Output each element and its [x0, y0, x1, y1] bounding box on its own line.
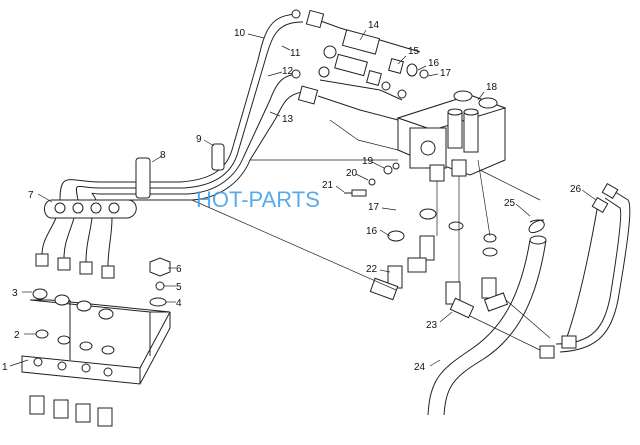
callout-6: 6	[176, 264, 182, 275]
valve-block	[396, 90, 507, 182]
return-hose	[427, 219, 547, 416]
callout-17: 17	[440, 68, 452, 79]
callout-24: 24	[414, 362, 426, 373]
callout-16-lower: 16	[366, 226, 378, 237]
callout-2: 2	[14, 330, 20, 341]
callout-26: 26	[570, 184, 582, 195]
callout-16: 16	[428, 58, 440, 69]
callout-3: 3	[12, 288, 18, 299]
callout-9: 9	[196, 134, 202, 145]
callout-15: 15	[408, 46, 420, 57]
callout-labels: 1 2 3 4 5 6 7 8 9 10 11 12 13 14 15 16 1…	[2, 20, 582, 373]
callout-13: 13	[282, 114, 294, 125]
callout-10: 10	[234, 28, 246, 39]
callout-12: 12	[282, 66, 294, 77]
bracket-assembly	[21, 257, 171, 427]
callout-18: 18	[486, 82, 498, 93]
callout-4: 4	[176, 298, 182, 309]
callout-21: 21	[322, 180, 334, 191]
callout-22: 22	[366, 264, 378, 275]
callout-17-lower: 17	[368, 202, 380, 213]
callout-20: 20	[346, 168, 358, 179]
callout-8: 8	[160, 150, 166, 161]
tube-bundle	[100, 9, 421, 201]
callout-14: 14	[368, 20, 380, 31]
callout-7: 7	[28, 190, 34, 201]
leader-lines	[191, 119, 551, 351]
middle-fittings	[344, 162, 509, 319]
watermark-text: HOT-PARTS	[196, 187, 320, 212]
callout-19: 19	[362, 156, 374, 167]
left-manifold	[35, 143, 225, 279]
callout-5: 5	[176, 282, 182, 293]
callout-1: 1	[2, 362, 8, 373]
callout-25: 25	[504, 198, 516, 209]
callout-leaders	[9, 29, 597, 367]
top-fittings	[318, 29, 429, 99]
callout-23: 23	[426, 320, 438, 331]
right-pipe	[539, 182, 631, 359]
callout-11: 11	[290, 48, 301, 59]
